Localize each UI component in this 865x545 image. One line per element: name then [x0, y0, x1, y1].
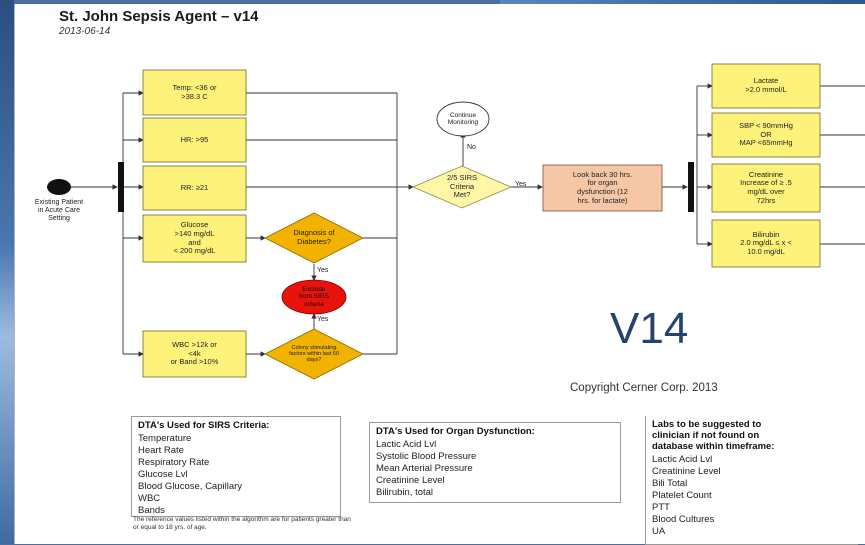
background-left-edge [0, 0, 14, 544]
legend-labs-item: Lactic Acid Lvl [652, 454, 713, 465]
exclude-node [281, 279, 347, 315]
legend-sirs-item: Respiratory Rate [138, 457, 210, 468]
flowchart-canvas [47, 63, 865, 380]
legend-sirs-item: WBC [138, 493, 161, 504]
organ-label-creatinine: Creatinine Increase of ≥ .5 mg/dL over 7… [740, 169, 792, 205]
edge-label-yes-sirs: Yes [515, 181, 527, 188]
fork-bar-right [688, 162, 694, 212]
criteria-label-hr: HR: >95 [180, 134, 209, 144]
start-node [47, 179, 71, 195]
criteria-label-wbc: WBC >12k or <4k or Band >10% [170, 340, 219, 367]
legend-labs-item: Platelet Count [652, 490, 712, 501]
diabetes-decision-diamond [264, 212, 364, 264]
legend-labs-item: Creatinine Level [652, 466, 721, 477]
organ-box-sbp [711, 112, 821, 158]
edge-label-yes-steroid: Yes [317, 316, 329, 323]
criteria-box-hr [142, 117, 247, 163]
legend-sirs-item: Bands [138, 505, 165, 516]
sirs-decision-label: 2/5 SIRS Criteria Met? [446, 174, 477, 200]
exclude-label: Exclude from SIRS criteria [299, 285, 329, 308]
diagram-title: St. John Sepsis Agent – v14 [59, 8, 259, 25]
legend-sirs-item: Glucose Lvl [138, 469, 188, 480]
steroid-decision-diamond [264, 328, 364, 380]
legend-sirs-dtas: DTA's Used for SIRS Criteria: Temperatur… [131, 416, 341, 517]
criteria-label-glucose: Glucose >140 mg/dL and < 200 mg/dL [173, 220, 216, 256]
criteria-box-temp [142, 69, 247, 116]
fork-bar-left [118, 162, 124, 212]
version-watermark: V14 [610, 304, 689, 353]
legend-organ-item: Mean Arterial Pressure [376, 463, 473, 474]
copyright-text: Copyright Cerner Corp. 2013 [570, 382, 718, 394]
legend-labs-item: PTT [652, 502, 670, 513]
start-label: Existing Patient in Acute Care Setting [34, 198, 84, 223]
legend-labs-item: Bili Total [652, 478, 688, 489]
organ-label-lactate: Lactate >2.0 mmol/L [745, 76, 787, 94]
legend-organ-item: Lactic Acid Lvl [376, 439, 437, 450]
continue-monitoring-node [436, 101, 490, 137]
sirs-decision-diamond [411, 165, 513, 209]
legend-labs-item: Blood Cultures [652, 514, 715, 525]
criteria-box-glucose [142, 214, 247, 263]
legend-sirs-title: DTA's Used for SIRS Criteria: [138, 420, 270, 431]
legend-organ-item: Creatinine Level [376, 475, 445, 486]
legend-labs-title: Labs to be suggested to clinician if not… [652, 419, 775, 452]
legend-sirs-item: Heart Rate [138, 445, 184, 456]
lookback-label: Look back 30 hrs. for organ dysfunction … [572, 169, 633, 205]
legend-organ-item: Bilirubin, total [376, 487, 434, 498]
edge-label-no: No [467, 144, 476, 151]
organ-box-lactate [711, 63, 821, 109]
legend-sirs-item: Temperature [138, 433, 192, 444]
legend-labs-item: UA [652, 526, 666, 537]
legend-labs: Labs to be suggested to clinician if not… [645, 416, 858, 545]
edge-label-yes-diabetes: Yes [317, 267, 329, 274]
organ-box-creatinine [711, 163, 821, 213]
organ-label-bilirubin: Bilirubin 2.0 mg/dL ≤ x < 10.0 mg/dL [740, 229, 792, 256]
lookback-box [542, 164, 663, 212]
legend-organ-dtas: DTA's Used for Organ Dysfunction: Lactic… [369, 422, 621, 503]
organ-label-sbp: SBP < 90mmHg OR MAP <65mmHg [739, 121, 793, 148]
legend-organ-item: Systolic Blood Pressure [376, 451, 477, 462]
legend-organ-title: DTA's Used for Organ Dysfunction: [376, 426, 535, 437]
slide: St. John Sepsis Agent – v14 2013-06-14 E… [14, 4, 865, 545]
criteria-label-temp: Temp: <36 or >38.3 C [172, 82, 217, 101]
age-footnote: The reference values listed within the a… [133, 516, 351, 531]
continue-monitoring-label: Continue Monitoring [447, 111, 479, 126]
criteria-box-rr [142, 165, 247, 211]
organ-box-bilirubin [711, 219, 821, 268]
criteria-label-rr: RR: ≥21 [180, 182, 209, 192]
legend-sirs-item: Blood Glucose, Capillary [138, 481, 243, 492]
criteria-box-wbc [142, 330, 247, 378]
diagram-date: 2013-06-14 [59, 26, 111, 37]
steroid-decision-label: Colony stimulating factors within last 6… [289, 344, 339, 364]
diabetes-decision-label: Diagnosis of Diabetes? [293, 228, 335, 246]
